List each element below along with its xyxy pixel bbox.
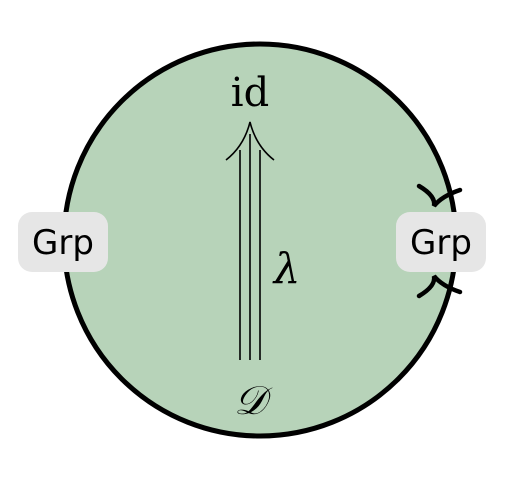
- modification-label: λ: [272, 244, 301, 293]
- lower-arrowhead: [416, 274, 463, 299]
- left-node: Grp: [18, 212, 108, 272]
- triple-arrow-head: [225, 121, 275, 161]
- right-node: Grp: [396, 212, 486, 272]
- triple-arrow: [225, 121, 275, 360]
- top-label: id: [231, 70, 269, 116]
- upper-arrowhead: [416, 183, 463, 208]
- right-node-label: Grp: [410, 223, 472, 263]
- left-node-label: Grp: [32, 223, 94, 263]
